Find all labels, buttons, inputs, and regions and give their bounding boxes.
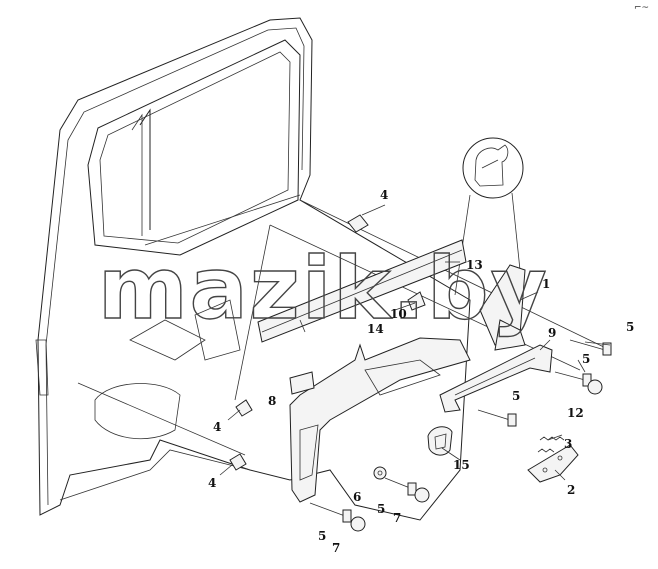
callout-9: 9 — [548, 326, 556, 340]
callout-7: 7 — [332, 541, 340, 555]
armrest-frame — [479, 264, 526, 351]
spring-part — [537, 436, 565, 453]
lower-trim-bracket — [289, 337, 471, 503]
callout-10: 10 — [390, 307, 407, 321]
callout-12: 12 — [567, 406, 584, 420]
callout-3: 3 — [564, 437, 572, 451]
callout-4: 4 — [380, 188, 388, 202]
bolt — [309, 339, 612, 523]
callout-labels: 1 2 3 4 4 4 5 5 5 5 5 6 7 7 8 9 10 12 13… — [208, 188, 634, 555]
callout-14: 14 — [367, 322, 384, 336]
callout-7: 7 — [393, 511, 401, 525]
latch-bracket — [527, 444, 579, 483]
pad-part — [289, 371, 315, 395]
callout-1: 1 — [542, 277, 550, 291]
callout-8: 8 — [268, 394, 276, 408]
clip-part — [407, 291, 426, 311]
callout-5: 5 — [512, 389, 520, 403]
callout-5: 5 — [626, 320, 634, 334]
washer — [373, 466, 387, 480]
callout-4: 4 — [208, 476, 216, 490]
callout-leaders — [219, 204, 611, 481]
detail-inset — [454, 137, 524, 296]
callout-13: 13 — [466, 258, 483, 272]
door-clip — [229, 214, 369, 471]
callout-5: 5 — [582, 352, 590, 366]
callout-6: 6 — [353, 490, 361, 504]
callout-2: 2 — [567, 483, 575, 497]
watermark: mazik.by — [98, 239, 549, 339]
callout-15: 15 — [453, 458, 470, 472]
bolt-cap — [350, 379, 603, 532]
callout-4: 4 — [213, 420, 221, 434]
callout-5: 5 — [377, 502, 385, 516]
callout-5: 5 — [318, 529, 326, 543]
door-panel — [35, 17, 611, 521]
latch-cover — [427, 426, 453, 456]
corner-mark: ⌐~ — [634, 3, 649, 13]
trim-strip — [257, 239, 467, 343]
pull-handle — [439, 344, 553, 413]
